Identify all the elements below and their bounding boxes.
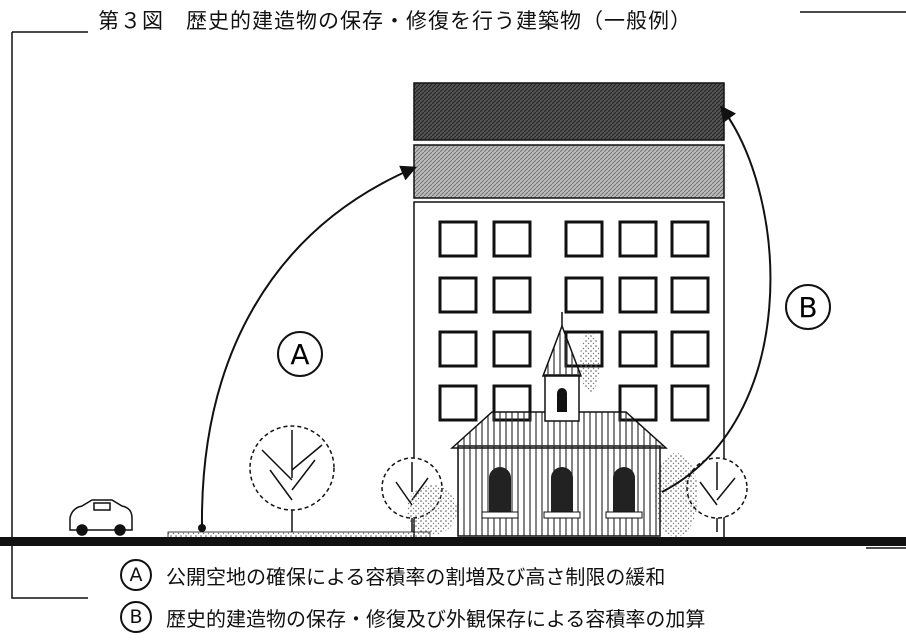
tower-window: [564, 220, 604, 258]
tower-window: [618, 276, 658, 314]
tower-window: [438, 220, 478, 258]
tower-window: [492, 220, 532, 258]
legend-marker-b: B: [120, 601, 152, 633]
legend-marker-a: A: [120, 559, 152, 591]
window-grid: [438, 220, 710, 422]
arrow-a-origin-dot: [198, 524, 206, 532]
tower-window: [670, 220, 710, 258]
marker-a-label: A: [290, 338, 309, 371]
tower-window: [492, 276, 532, 314]
marker-b: B: [785, 284, 831, 330]
tower-window: [492, 330, 532, 368]
legend-text-a: 公開空地の確保による容積率の割増及び高さ制限の緩和: [166, 564, 666, 589]
tower-window: [564, 276, 604, 314]
legend-row-b: B 歴史的建造物の保存・修復及び外観保存による容積率の加算: [120, 600, 705, 634]
legend-row-a: A 公開空地の確保による容積率の割増及び高さ制限の緩和: [120, 558, 665, 592]
arrow-a: [200, 165, 417, 529]
upper-floor-b: [413, 82, 725, 141]
shrub-right: [654, 453, 698, 537]
upper-floor-a: [413, 144, 725, 199]
marker-a: A: [277, 331, 323, 377]
arrow-b: [661, 105, 772, 493]
ground-line: [0, 537, 906, 546]
tower-window: [670, 276, 710, 314]
tower-window: [670, 330, 710, 368]
tower-window: [438, 384, 478, 422]
tower-window: [438, 330, 478, 368]
tower-window: [438, 276, 478, 314]
car: [69, 499, 133, 536]
figure-title: 第３図 歴史的建造物の保存・修復を行う建築物（一般例）: [92, 6, 698, 36]
tower-window: [670, 384, 710, 422]
shrub-left: [407, 485, 457, 535]
frame-lines: [11, 11, 906, 599]
tower-window: [618, 220, 658, 258]
historic-building: [450, 312, 668, 537]
tree-left: [249, 425, 335, 532]
legend-text-b: 歴史的建造物の保存・修復及び外観保存による容積率の加算: [166, 606, 706, 631]
marker-b-label: B: [798, 291, 817, 324]
tower-window: [618, 330, 658, 368]
